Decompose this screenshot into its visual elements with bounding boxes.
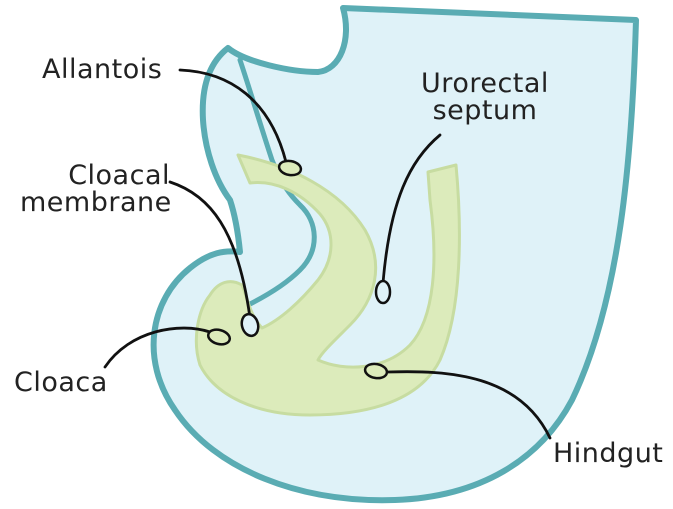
urorectal-septum-marker	[376, 281, 390, 303]
cloacal-membrane-label-line1: Cloacal	[20, 162, 170, 189]
allantois-label: Allantois	[42, 56, 162, 83]
cloaca-label: Cloaca	[14, 369, 108, 396]
hindgut-label: Hindgut	[553, 440, 663, 467]
cloacal-membrane-label: Cloacal membrane	[20, 162, 170, 216]
cloacal-membrane-label-line2: membrane	[20, 189, 170, 216]
urorectal-septum-label: Urorectal septum	[410, 70, 560, 124]
urorectal-septum-label-line2: septum	[410, 97, 560, 124]
urorectal-septum-label-line1: Urorectal	[410, 70, 560, 97]
